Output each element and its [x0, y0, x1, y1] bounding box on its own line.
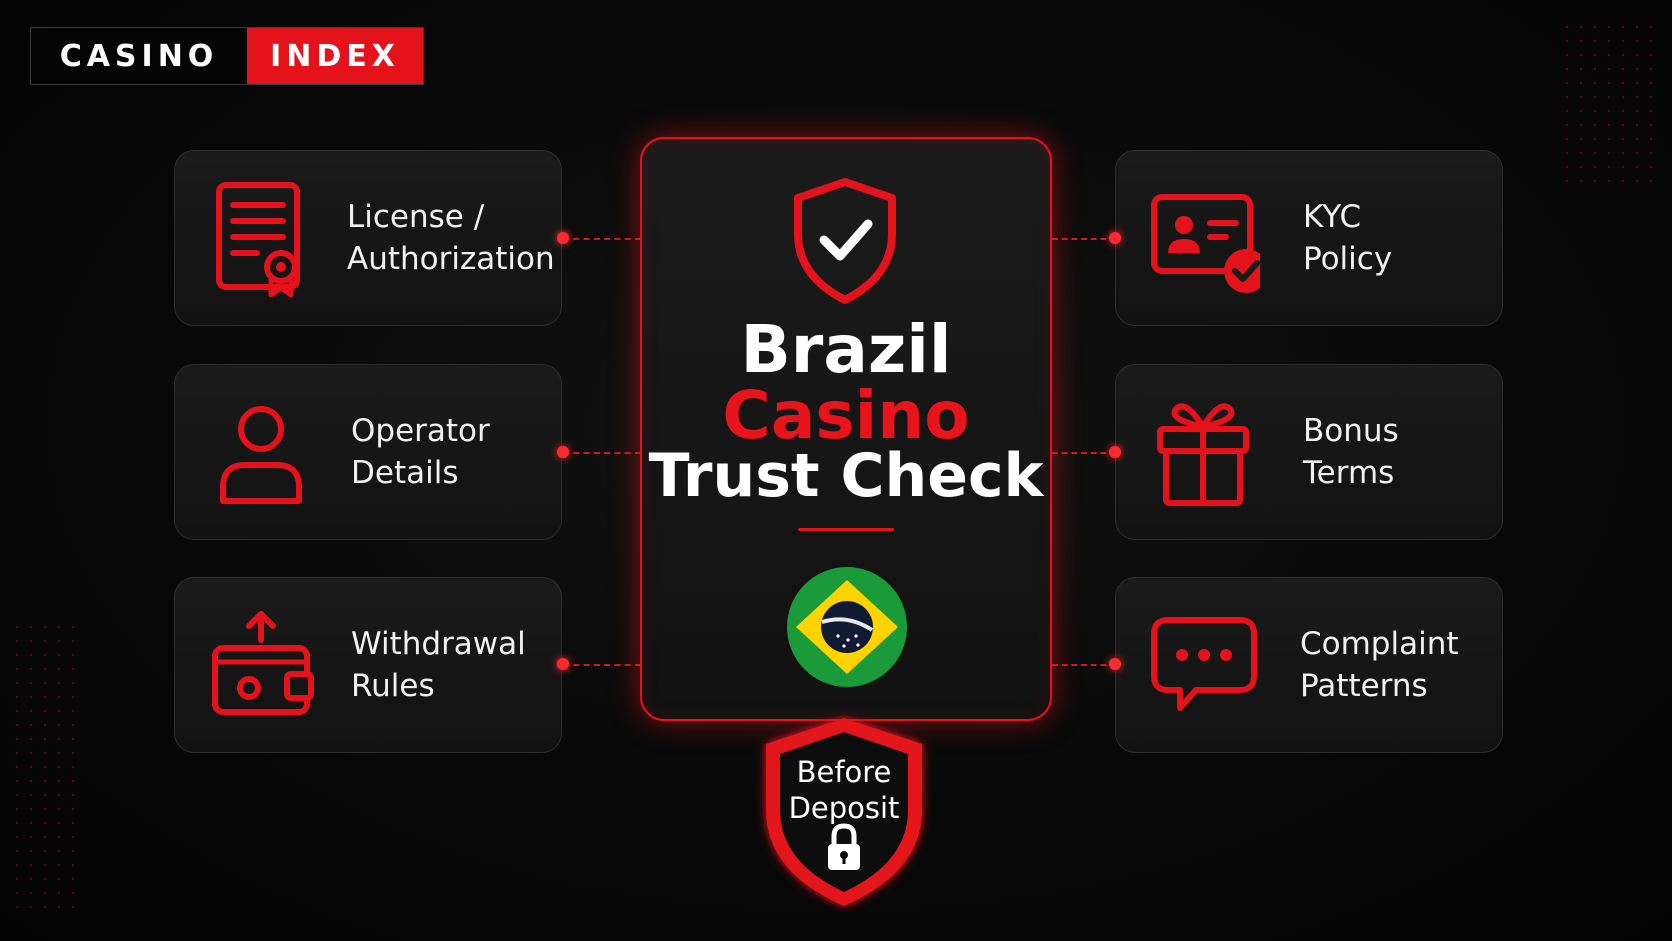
- casino-index-logo: CASINO INDEX: [30, 27, 424, 85]
- logo-index-text: INDEX: [247, 28, 423, 84]
- connector-line: [563, 664, 641, 666]
- before-deposit-shield-badge: [766, 718, 922, 906]
- card-label-line2: Policy: [1303, 241, 1393, 277]
- card-complaint-patterns: Complaint Patterns: [1115, 577, 1503, 753]
- connector-line: [563, 452, 641, 454]
- card-label-line1: Withdrawal: [351, 626, 526, 662]
- title-line-3: Trust Check: [648, 441, 1044, 511]
- connector-line: [1052, 452, 1116, 454]
- card-withdrawal-rules: Withdrawal Rules: [174, 577, 562, 753]
- connector-line: [563, 238, 641, 240]
- card-label: KYC Policy: [1303, 151, 1392, 325]
- card-label-line1: License /: [347, 199, 485, 235]
- connector-dot: [557, 658, 569, 670]
- card-label: Withdrawal Rules: [351, 578, 526, 752]
- id-card-check-icon: [1151, 194, 1260, 293]
- title-divider: [798, 528, 894, 531]
- brazil-flag-icon: [787, 567, 907, 687]
- card-label-line2: Authorization: [347, 241, 555, 277]
- card-label-line2: Patterns: [1300, 668, 1428, 704]
- connector-dot: [557, 446, 569, 458]
- card-label-line2: Rules: [351, 668, 435, 704]
- connector-line: [1052, 664, 1116, 666]
- license-document-icon: [216, 182, 300, 298]
- connector-dot: [1109, 232, 1121, 244]
- card-license-authorization: License / Authorization: [174, 150, 562, 326]
- connector-dot: [557, 232, 569, 244]
- card-label-line1: Complaint: [1300, 626, 1459, 662]
- badge-text: Before Deposit: [756, 754, 932, 826]
- connector-dot: [1109, 446, 1121, 458]
- badge-line-1: Before: [796, 755, 892, 789]
- badge-line-2: Deposit: [788, 791, 900, 825]
- dot-pattern-bottom-left: [10, 620, 80, 920]
- dot-pattern-top-right: [1560, 20, 1660, 190]
- card-operator-details: Operator Details: [174, 364, 562, 540]
- connector-line: [1052, 238, 1116, 240]
- connector-dot: [1109, 658, 1121, 670]
- card-label-line2: Terms: [1303, 455, 1395, 491]
- card-label-line1: Operator: [351, 413, 490, 449]
- gift-icon: [1157, 403, 1249, 506]
- center-panel: Brazil Casino Trust Check: [640, 137, 1052, 721]
- card-kyc-policy: KYC Policy: [1115, 150, 1503, 326]
- card-label-line2: Details: [351, 455, 459, 491]
- card-label: Complaint Patterns: [1300, 578, 1459, 752]
- card-label: Bonus Terms: [1303, 365, 1399, 539]
- card-label: License / Authorization: [347, 151, 555, 325]
- card-label-line1: Bonus: [1303, 413, 1399, 449]
- wallet-withdraw-icon: [212, 611, 314, 715]
- card-bonus-terms: Bonus Terms: [1115, 364, 1503, 540]
- lock-icon: [828, 823, 860, 870]
- shield-check-icon: [794, 178, 896, 304]
- title-line-1: Brazil: [740, 311, 952, 388]
- card-label-line1: KYC: [1303, 199, 1362, 235]
- card-label: Operator Details: [351, 365, 490, 539]
- logo-casino-text: CASINO: [31, 28, 247, 84]
- user-icon: [220, 406, 302, 504]
- title-line-2: Casino: [722, 377, 970, 454]
- chat-bubble-icon: [1151, 617, 1257, 711]
